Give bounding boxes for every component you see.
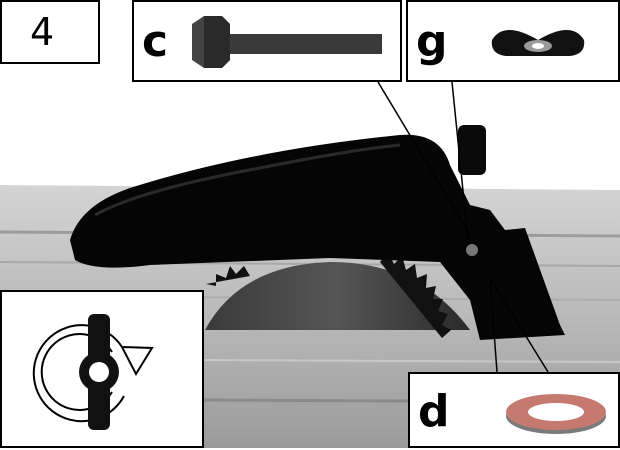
callout-letter-d: d [418, 386, 450, 437]
callout-g-box: g [406, 0, 620, 82]
bolt-icon [192, 16, 382, 68]
wing-nut-icon [491, 30, 585, 56]
callout-c-box: c [132, 0, 402, 82]
step-number: 4 [0, 0, 100, 64]
instruction-box [0, 290, 204, 448]
callout-letter-c: c [142, 16, 169, 67]
callout-d-box: d [408, 372, 620, 448]
callout-letter-g: g [416, 16, 448, 67]
washer-icon [506, 394, 606, 434]
rotate-wing-nut-icon [32, 314, 154, 430]
